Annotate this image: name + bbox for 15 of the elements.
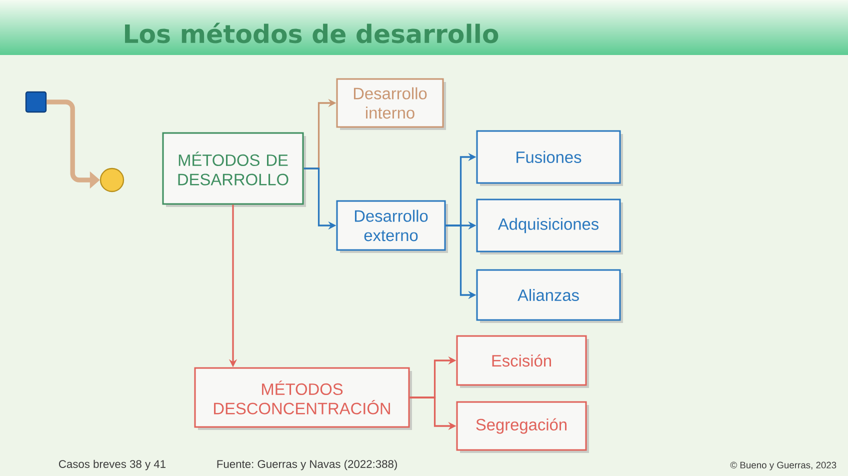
method-box: Escisión <box>456 335 589 388</box>
source-note: Fuente: Guerras y Navas (2022:388) <box>217 460 397 470</box>
category-box: MÉTODOS DESCONCENTRACIÓN <box>194 367 412 430</box>
method-box: Adquisiciones <box>476 198 623 254</box>
footer-note: Casos breves 38 y 41 <box>58 460 166 470</box>
method-box: Desarrollo interno <box>336 78 446 130</box>
circle-shape <box>100 168 124 192</box>
category-box: MÉTODOS DE DESARROLLO <box>162 132 306 207</box>
square-shape <box>25 91 47 113</box>
method-box: Fusiones <box>476 130 623 186</box>
copyright-note: © Bueno y Guerras, 2023 <box>730 462 836 470</box>
method-box: Alianzas <box>476 269 623 323</box>
method-box: Desarrollo externo <box>336 200 448 253</box>
method-box: Segregación <box>456 401 589 453</box>
title: Los métodos de desarrollo <box>125 22 498 44</box>
